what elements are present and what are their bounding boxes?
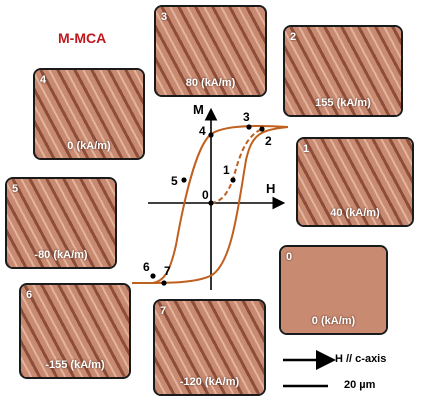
domain-image-texture xyxy=(35,70,143,158)
point-6-marker xyxy=(150,273,156,279)
point-2-marker xyxy=(259,126,265,132)
point-3-label: 3 xyxy=(243,110,250,124)
panel-number: 6 xyxy=(26,289,33,301)
domain-image-texture xyxy=(281,247,386,333)
panel-field-label: 0 (kA/m) xyxy=(67,140,111,152)
panel-field-label: -80 (kA/m) xyxy=(34,249,88,261)
point-1-marker xyxy=(230,177,236,183)
descending-branch-curve xyxy=(132,125,289,284)
domain-image-texture xyxy=(298,139,412,225)
point-4-marker xyxy=(208,132,214,138)
panel-field-label: 155 (kA/m) xyxy=(315,97,371,109)
domain-image-texture xyxy=(156,7,265,95)
point-2-label: 2 xyxy=(265,134,272,148)
point-7-label: 7 xyxy=(164,264,171,278)
panel-number: 5 xyxy=(12,183,19,195)
domain-image-6: 6 -155 (kA/m) xyxy=(19,283,131,379)
initial-magnetization-curve xyxy=(210,128,263,204)
point-6-label: 6 xyxy=(143,260,150,274)
ascending-branch-curve xyxy=(131,126,289,285)
domain-image-4: 4 0 (kA/m) xyxy=(33,68,145,160)
panel-field-label: 0 (kA/m) xyxy=(311,315,356,327)
point-4-label: 4 xyxy=(199,124,206,138)
point-5-marker xyxy=(181,177,187,183)
domain-image-texture xyxy=(155,301,264,394)
point-5-label: 5 xyxy=(171,174,178,188)
domain-image-texture xyxy=(285,27,401,115)
domain-image-2: 2 155 (kA/m) xyxy=(283,25,403,117)
panel-number: 4 xyxy=(40,74,47,86)
point-0-label: 0 xyxy=(202,188,209,202)
scale-bar-label: 20 µm xyxy=(344,379,376,391)
domain-image-3: 3 80 (kA/m) xyxy=(154,5,267,97)
domain-image-texture xyxy=(7,179,115,267)
point-1-label: 1 xyxy=(223,163,230,177)
panel-number: 3 xyxy=(161,11,168,23)
point-7-marker xyxy=(161,280,167,286)
point-3-marker xyxy=(246,124,252,130)
field-direction-label: H // c-axis xyxy=(335,353,387,365)
figure-title: M-MCA xyxy=(58,30,107,46)
panel-number: 0 xyxy=(286,251,293,263)
h-axis-label: H xyxy=(266,181,275,196)
panel-number: 7 xyxy=(160,305,167,317)
panel-field-label: -155 (kA/m) xyxy=(45,359,105,371)
domain-image-5: 5 -80 (kA/m) xyxy=(5,177,117,269)
domain-image-texture xyxy=(21,285,129,377)
domain-image-1: 1 40 (kA/m) xyxy=(296,137,414,227)
panel-field-label: -120 (kA/m) xyxy=(179,376,240,388)
domain-image-0: 0 0 (kA/m) xyxy=(279,245,388,335)
panel-number: 2 xyxy=(290,31,297,43)
point-0-marker xyxy=(208,200,214,206)
domain-image-7: 7 -120 (kA/m) xyxy=(153,299,266,396)
m-axis-label: M xyxy=(193,102,204,117)
panel-field-label: 80 (kA/m) xyxy=(185,77,236,89)
panel-number: 1 xyxy=(303,143,310,155)
panel-field-label: 40 (kA/m) xyxy=(330,207,380,219)
